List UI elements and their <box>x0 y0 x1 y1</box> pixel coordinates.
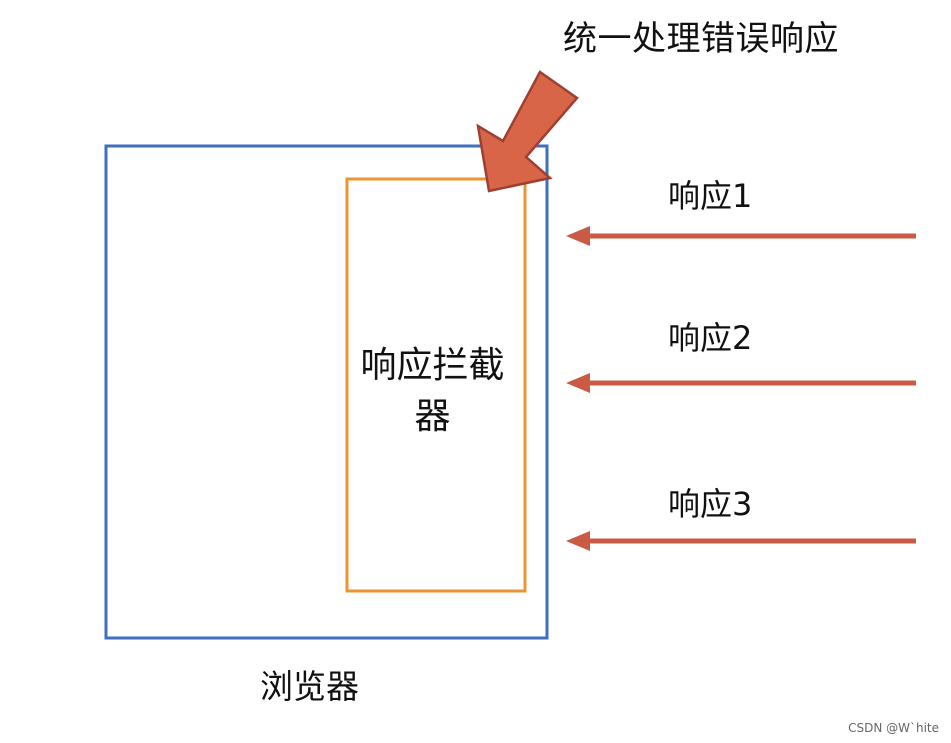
response-interceptor-box <box>345 177 527 593</box>
browser-label: 浏览器 <box>260 667 359 706</box>
watermark: CSDN @W`hite <box>848 721 939 735</box>
interceptor-label: 响应拦截器 <box>360 345 505 438</box>
browser-box <box>104 144 549 640</box>
response-3-label: 响应3 <box>668 485 753 523</box>
response-arrow-3 <box>566 531 916 551</box>
response-arrow-1 <box>566 226 916 246</box>
title-label: 统一处理错误响应 <box>563 19 839 59</box>
big-arrow <box>476 70 579 193</box>
response-arrow-2 <box>566 373 916 393</box>
response-1-label: 响应1 <box>668 177 753 215</box>
response-2-label: 响应2 <box>668 319 753 357</box>
